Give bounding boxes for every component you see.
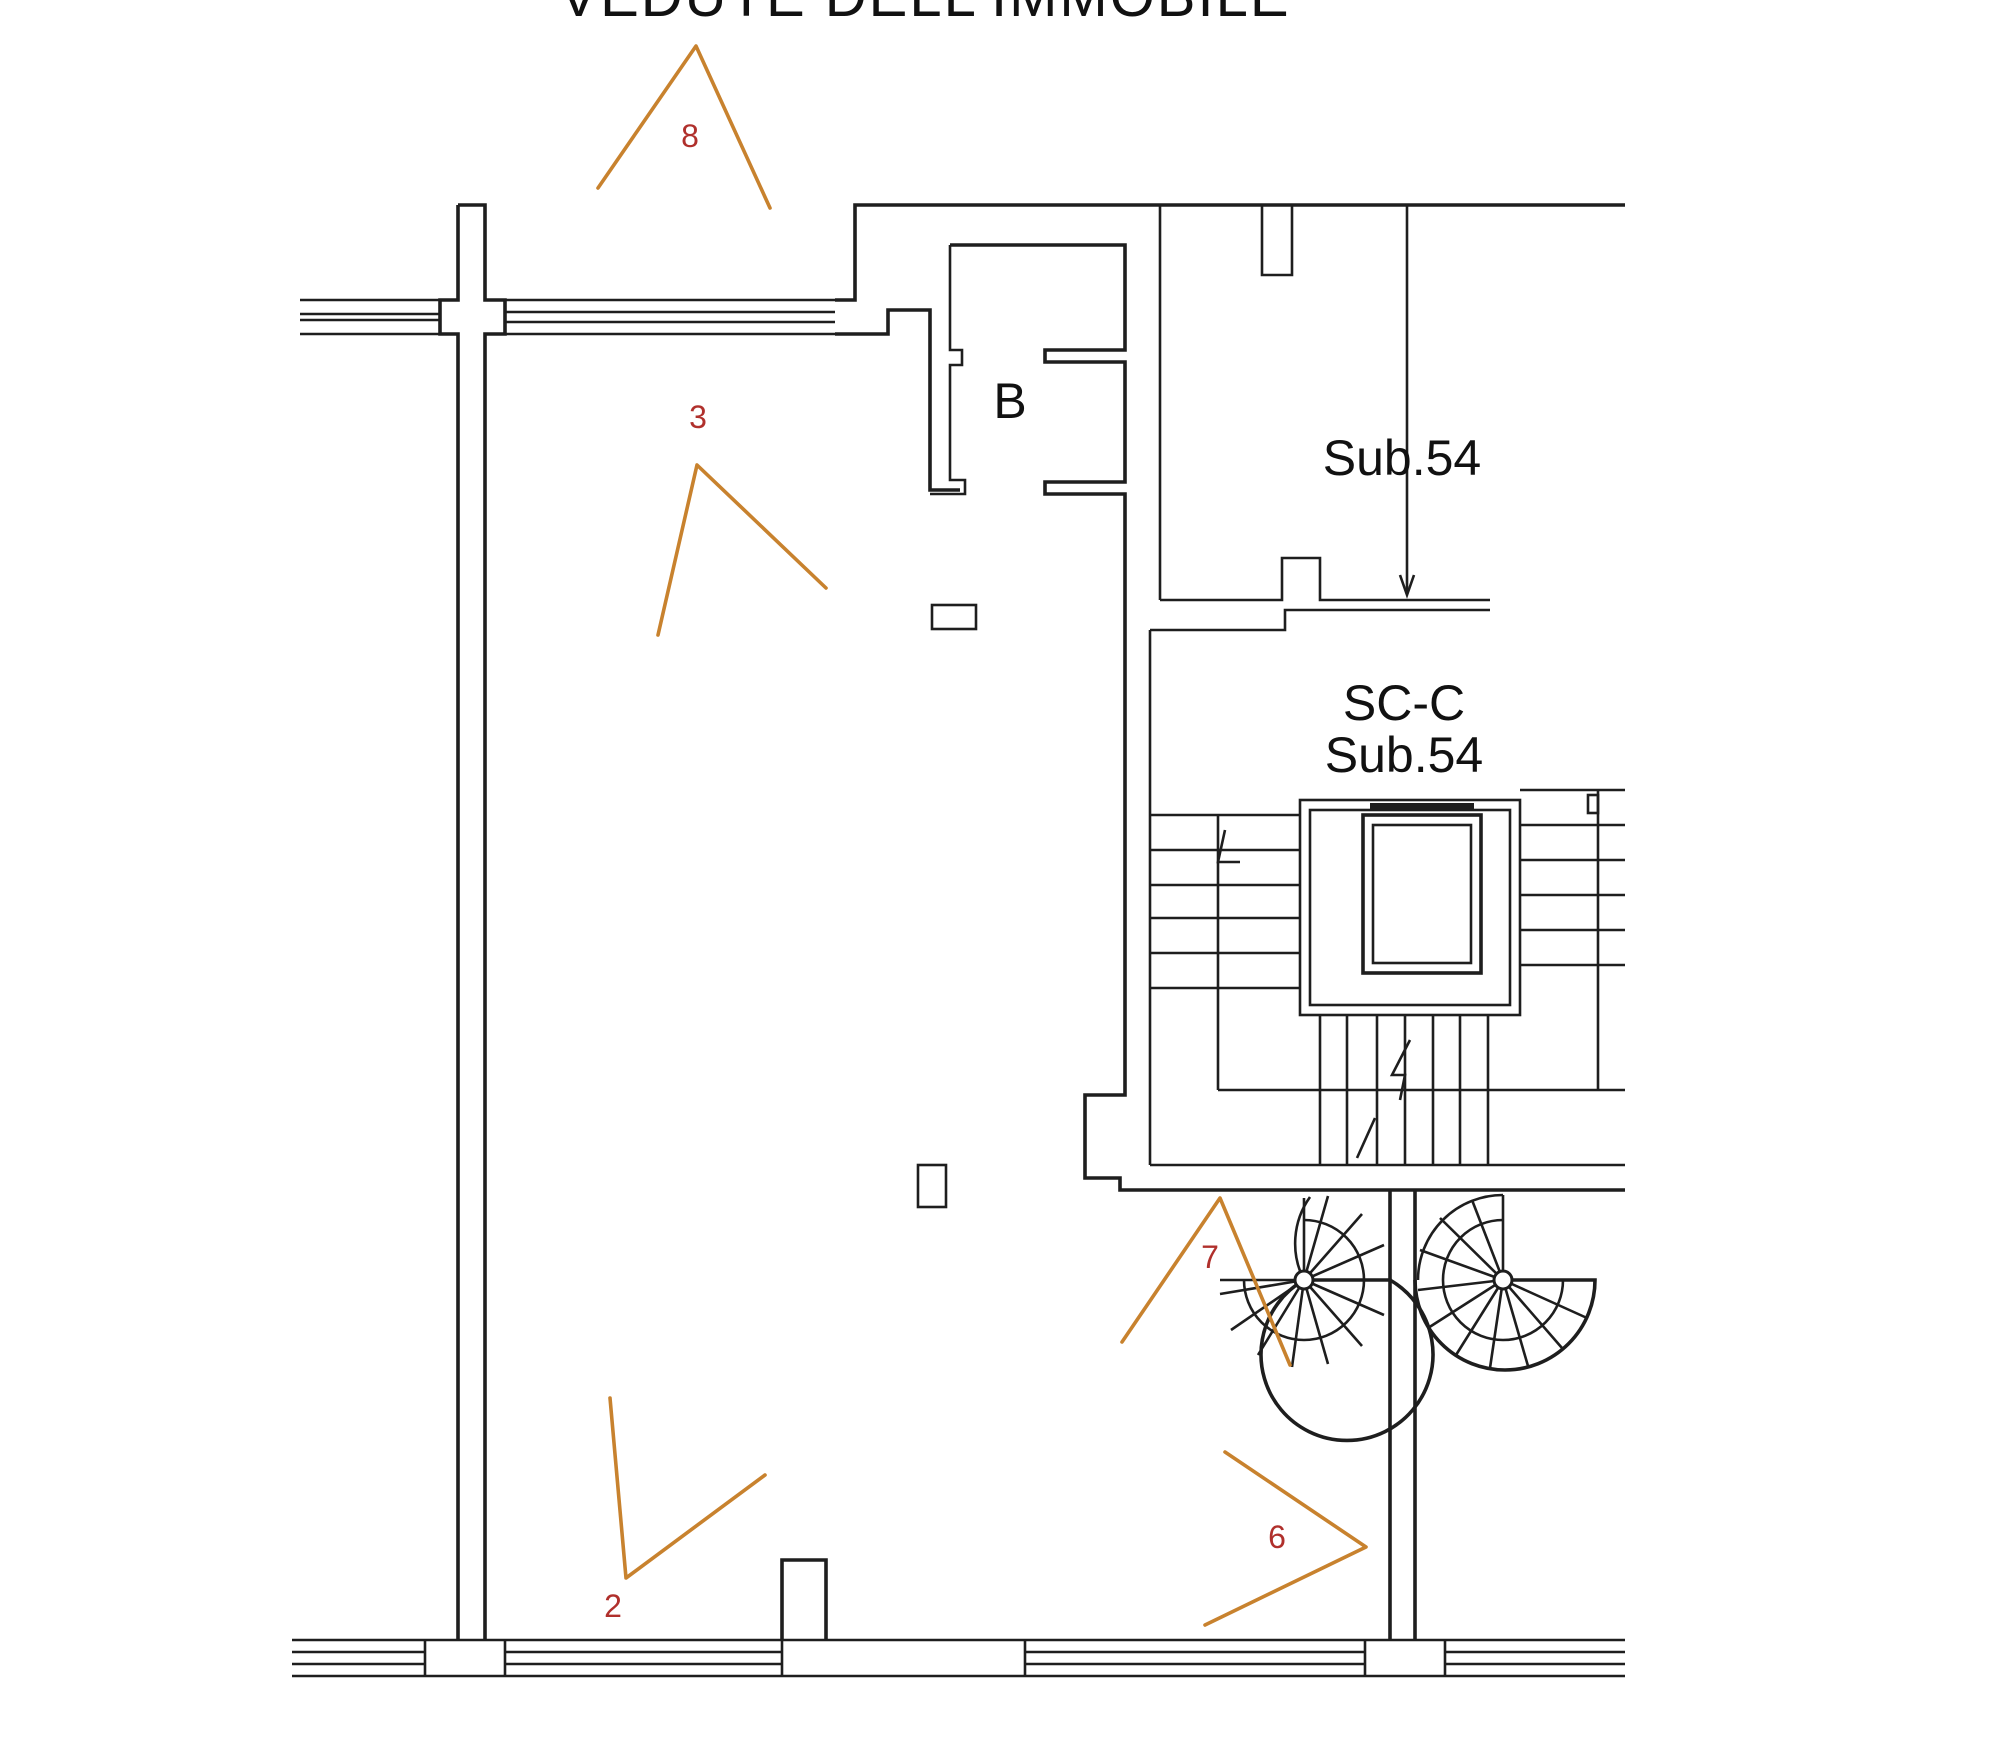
stairwell xyxy=(1150,788,1625,1165)
viewpoint-number-6: 6 xyxy=(1268,1519,1286,1555)
wall-mid-vertical xyxy=(1083,625,1625,1192)
viewpoint-number-2: 2 xyxy=(604,1588,622,1624)
view-cone-8 xyxy=(596,44,772,210)
viewpoint-number-3: 3 xyxy=(689,399,707,435)
elevator-cab xyxy=(1361,813,1483,975)
spiral-stair-left xyxy=(1219,1195,1435,1443)
viewpoint-number-8: 8 xyxy=(681,118,699,154)
view-cone-2 xyxy=(608,1396,767,1580)
walls xyxy=(292,203,1625,1678)
wall-left xyxy=(458,203,507,1640)
view-cone-6 xyxy=(1203,1450,1368,1627)
viewpoint-number-7: 7 xyxy=(1201,1239,1219,1275)
view-cones xyxy=(596,44,1368,1627)
bathroom-walls xyxy=(950,243,1127,625)
pier-bottom xyxy=(780,1558,828,1640)
elevator-shaft-outer xyxy=(1298,798,1522,1017)
column-upper xyxy=(930,603,978,631)
dimension-arrow xyxy=(1398,205,1416,599)
stair-unit-label: Sub.54 xyxy=(1325,727,1483,783)
view-cone-3 xyxy=(656,463,828,637)
view-cone-7 xyxy=(1120,1196,1292,1367)
plan-title: VEDUTE DELL'IMMOBILE xyxy=(559,0,1290,29)
room-label-sub54-north: Sub.54 xyxy=(1323,430,1481,486)
window-bottom xyxy=(292,1638,1625,1678)
stair-code-label: SC-C xyxy=(1343,675,1465,731)
column-lower xyxy=(916,1163,948,1209)
wall-top xyxy=(835,308,960,492)
spiral-stair-right xyxy=(1413,1193,1597,1372)
window-top-left xyxy=(300,298,835,336)
room-label-bathroom: B xyxy=(993,373,1026,429)
